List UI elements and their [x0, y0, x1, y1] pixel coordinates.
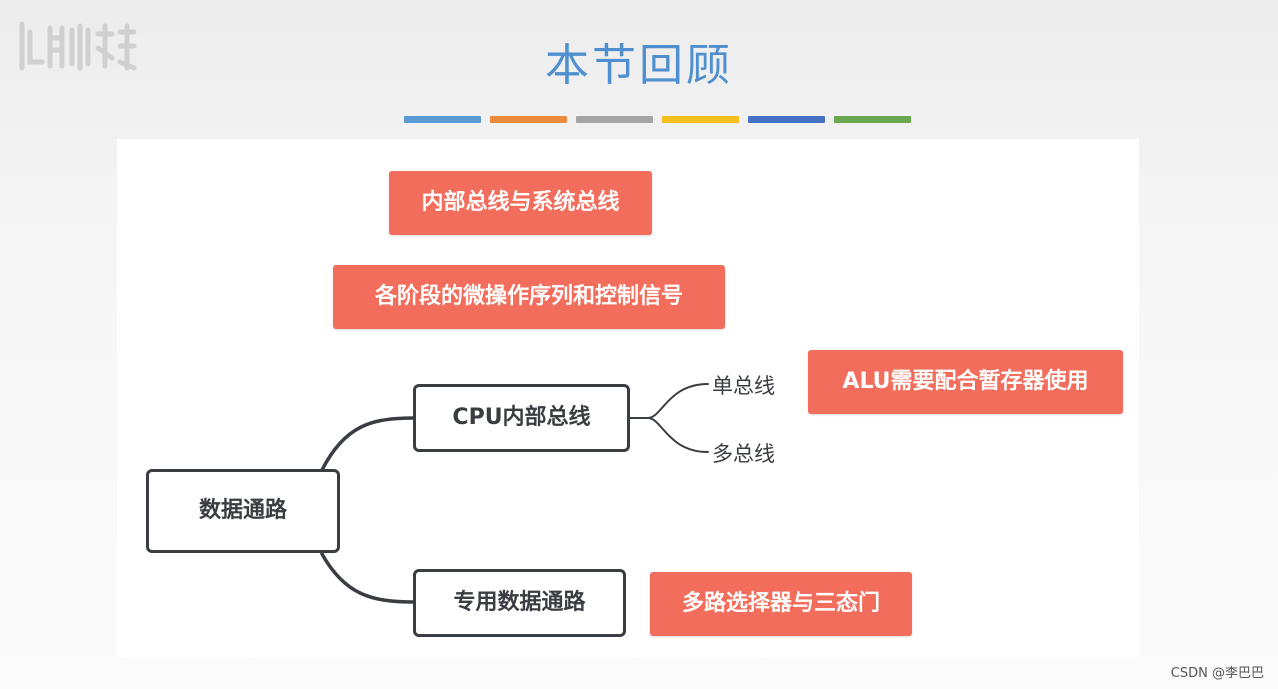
channel-logo — [19, 21, 137, 71]
color-bar — [576, 116, 653, 123]
mindmap-node-cpu-internal-bus: CPU内部总线 — [413, 384, 630, 452]
csdn-watermark: CSDN @李巴巴 — [1170, 666, 1264, 681]
color-bar — [834, 116, 911, 123]
mindmap-root-datapath: 数据通路 — [146, 469, 340, 553]
color-bar — [404, 116, 481, 123]
note-alu-temp-register: ALU需要配合暂存器使用 — [808, 350, 1123, 414]
connector-root-dedicated — [320, 552, 416, 604]
connector-cpu-multi-bus — [647, 417, 709, 453]
connector-cpu-single-bus — [628, 383, 709, 419]
mindmap-node-dedicated-datapath: 专用数据通路 — [413, 569, 626, 637]
topic-internal-system-bus: 内部总线与系统总线 — [389, 171, 652, 235]
connector-root-cpu-bus — [320, 416, 416, 472]
color-bar — [490, 116, 567, 123]
leaf-single-bus: 单总线 — [712, 374, 775, 398]
leaf-multi-bus: 多总线 — [712, 442, 775, 466]
page-title: 本节回顾 — [545, 40, 733, 91]
color-bar — [748, 116, 825, 123]
topic-micro-op-sequence: 各阶段的微操作序列和控制信号 — [333, 265, 725, 329]
title-color-bars — [404, 116, 920, 124]
note-mux-tristate-gate: 多路选择器与三态门 — [650, 572, 912, 636]
color-bar — [662, 116, 739, 123]
